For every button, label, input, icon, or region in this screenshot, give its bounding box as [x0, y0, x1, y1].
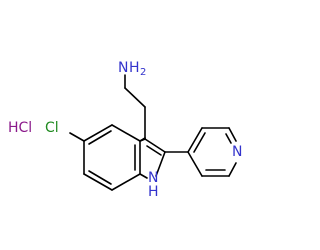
- bond-pyr-4: [228, 162, 237, 177]
- bond-pyr-3-inner: [225, 133, 232, 144]
- bond-pyr-1-inner: [193, 132, 206, 153]
- bond-c2-n1: [155, 151, 166, 177]
- salt-label: HCl: [8, 120, 32, 136]
- atom-labels: N H 2 Cl N H N HCl: [8, 60, 242, 200]
- indole-h-label: H: [148, 184, 159, 200]
- bond-n1-c7a: [139, 173, 148, 179]
- chlorine-label: Cl: [45, 120, 59, 136]
- amine-h-label: H: [129, 60, 140, 76]
- bond-c5-c4: [83, 124, 113, 142]
- bond-c4-c3a: [111, 124, 141, 142]
- bond-pyr-3: [228, 127, 237, 142]
- bond-c5-c4-inner: [88, 130, 112, 145]
- bond-c5-cl: [69, 132, 85, 142]
- amine-h-count: 2: [140, 67, 146, 78]
- bond-c3-c2-inner: [146, 145, 162, 156]
- bond-ca-cb: [124, 87, 146, 108]
- amine-n-label: N: [118, 60, 128, 76]
- bond-pyr-6: [187, 151, 203, 177]
- pyridine-n-label: N: [232, 144, 242, 160]
- bond-c7-c6: [83, 173, 113, 191]
- bond-c7-c6-inner: [88, 170, 112, 185]
- indole-n-label: N: [148, 170, 158, 186]
- structure-diagram: N H 2 Cl N H N HCl: [8, 60, 242, 200]
- bond-pyr-1: [187, 127, 203, 153]
- bond-c7a-c7: [111, 173, 141, 191]
- bonds: [69, 74, 237, 191]
- bond-c3-c2: [144, 138, 166, 153]
- bond-c3a-c3-edge: [139, 138, 146, 142]
